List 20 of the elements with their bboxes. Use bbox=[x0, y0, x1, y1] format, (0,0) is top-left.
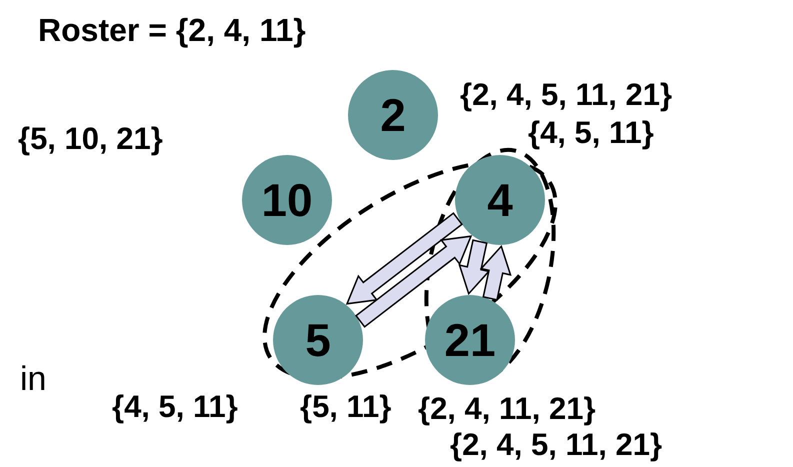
set-label: {5, 11} bbox=[300, 390, 392, 424]
set-label: {2, 4, 11, 21} bbox=[418, 392, 596, 426]
title: Roster = {2, 4, 11} bbox=[38, 12, 306, 49]
node-number: 2 bbox=[380, 88, 406, 142]
node-number: 21 bbox=[444, 313, 496, 367]
set-label: {4, 5, 11} bbox=[528, 116, 654, 150]
set-label: {4, 5, 11} bbox=[112, 390, 238, 424]
set-label: {2, 4, 5, 11, 21} bbox=[450, 428, 662, 462]
node-number: 4 bbox=[487, 173, 513, 227]
set-label: {2, 4, 5, 11, 21} bbox=[460, 78, 672, 112]
arrow bbox=[458, 239, 490, 296]
arrow bbox=[346, 212, 463, 305]
arrow bbox=[355, 235, 472, 328]
node-circle bbox=[273, 295, 363, 385]
node-number: 10 bbox=[261, 173, 313, 227]
node-number: 5 bbox=[305, 313, 331, 367]
set-label: {5, 10, 21} bbox=[18, 122, 163, 156]
node-circle bbox=[455, 155, 545, 245]
arrow bbox=[480, 244, 512, 301]
text-label: in bbox=[20, 360, 46, 399]
